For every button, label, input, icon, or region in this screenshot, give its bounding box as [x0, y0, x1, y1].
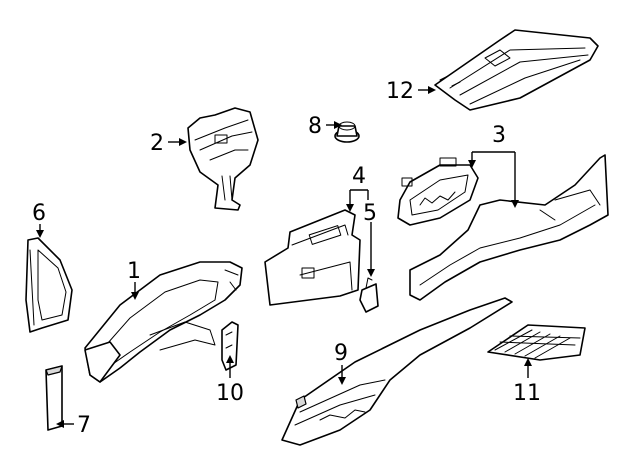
callout-3: 3 — [492, 123, 506, 148]
leader-lines — [36, 86, 532, 428]
part-3-switch-module — [397, 157, 479, 226]
callout-6: 6 — [32, 201, 46, 226]
part-9-floor-console — [281, 297, 513, 446]
callout-8: 8 — [308, 114, 322, 139]
callout-2: 2 — [150, 131, 164, 156]
callout-numbers: 12 8 2 3 4 5 6 1 9 10 11 7 — [32, 79, 541, 438]
part-1-instrument-cover — [84, 261, 243, 383]
part-5-small-clip — [359, 277, 379, 313]
part-7-trim-strip — [45, 365, 63, 431]
callout-4: 4 — [352, 164, 366, 189]
part-10-small-bracket — [221, 321, 239, 371]
callout-12: 12 — [386, 79, 414, 104]
part-8-clip — [334, 121, 360, 143]
part-11-grille — [487, 324, 586, 361]
part-2-bracket — [187, 107, 259, 211]
callout-9: 9 — [334, 341, 348, 366]
part-12-upper-tray — [434, 29, 599, 111]
part-6-side-panel — [25, 237, 73, 333]
callout-1: 1 — [127, 259, 141, 284]
callout-7: 7 — [77, 413, 91, 438]
part-3-console-side — [409, 154, 609, 301]
callout-11: 11 — [513, 381, 541, 406]
part-4-lower-panel — [264, 209, 361, 306]
callout-5: 5 — [363, 201, 377, 226]
callout-10: 10 — [216, 381, 244, 406]
